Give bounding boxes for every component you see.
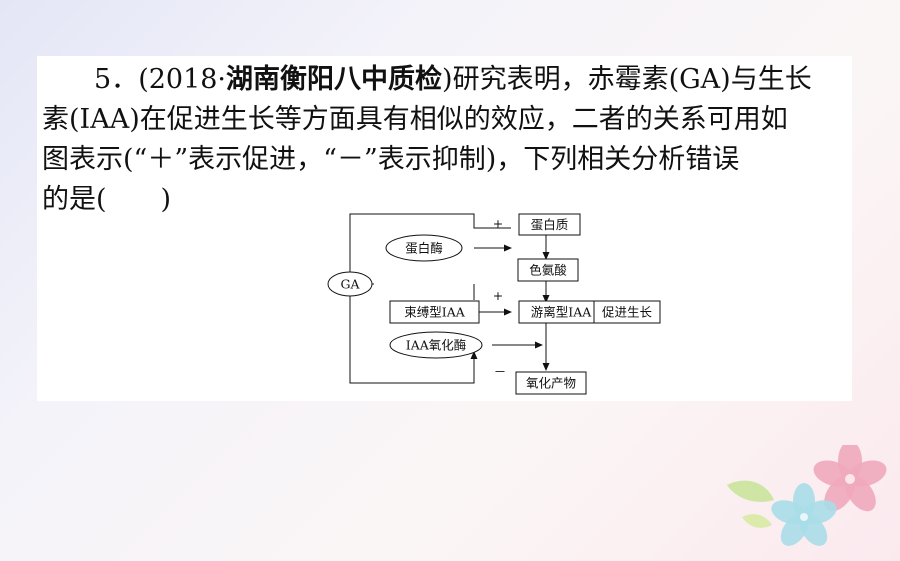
bound-iaa-label: 束缚型IAA bbox=[404, 305, 465, 320]
blue-flower-icon bbox=[771, 483, 837, 546]
question-line-1: )研究表明，赤霉素(GA)与生长 bbox=[442, 64, 812, 95]
protein-label: 蛋白质 bbox=[531, 217, 569, 232]
question-source: 湖南衡阳八中质检 bbox=[226, 64, 443, 95]
ga-label: GA bbox=[340, 277, 360, 292]
ga-node bbox=[327, 271, 373, 297]
promote-growth-node bbox=[593, 300, 661, 324]
iaa-oxidase-label: IAA氧化酶 bbox=[406, 338, 467, 353]
question-text: 5．(2018·湖南衡阳八中质检)研究表明，赤霉素(GA)与生长 素(IAA)在… bbox=[42, 60, 847, 220]
oxidation-product-node bbox=[515, 371, 587, 395]
iaa-oxidase-node bbox=[389, 331, 483, 359]
question-line-3: 图表示(“＋”表示促进，“－”表示抑制)，下列相关分析错误 bbox=[42, 144, 740, 175]
protease-label: 蛋白酶 bbox=[405, 241, 443, 256]
flower-decoration bbox=[727, 445, 887, 546]
free-iaa-label: 游离型IAA bbox=[531, 305, 592, 320]
question-source-open: (2018· bbox=[138, 64, 227, 95]
tryptophan-label: 色氨酸 bbox=[529, 263, 567, 278]
question-line-4: 的是( ) bbox=[42, 184, 172, 215]
ga-bottom-loop-line bbox=[349, 296, 478, 384]
question-line-2: 素(IAA)在促进生长等方面具有相似的效应，二者的关系可用如 bbox=[42, 104, 788, 135]
green-leaf-icon bbox=[727, 480, 774, 528]
minus-bottom: － bbox=[494, 364, 507, 379]
protease-node bbox=[385, 234, 463, 262]
question-card: 5．(2018·湖南衡阳八中质检)研究表明，赤霉素(GA)与生长 素(IAA)在… bbox=[37, 56, 852, 401]
ga-iaa-diagram: GA 蛋白酶 蛋白质 + 色氨酸 + 束缚型IAA 游离型IAA 促进生长 IA… bbox=[327, 213, 661, 395]
tryptophan-node bbox=[517, 258, 579, 282]
bound-iaa-node bbox=[389, 300, 480, 324]
ga-top-loop-line bbox=[349, 213, 475, 272]
question-number: 5． bbox=[94, 64, 139, 95]
ga-to-protein-line bbox=[473, 224, 511, 229]
protein-node bbox=[518, 213, 581, 236]
plus-top: + bbox=[493, 216, 503, 231]
oxidation-product-label: 氧化产物 bbox=[526, 376, 576, 391]
promote-growth-label: 促进生长 bbox=[602, 305, 653, 320]
plus-mid: + bbox=[493, 288, 503, 303]
